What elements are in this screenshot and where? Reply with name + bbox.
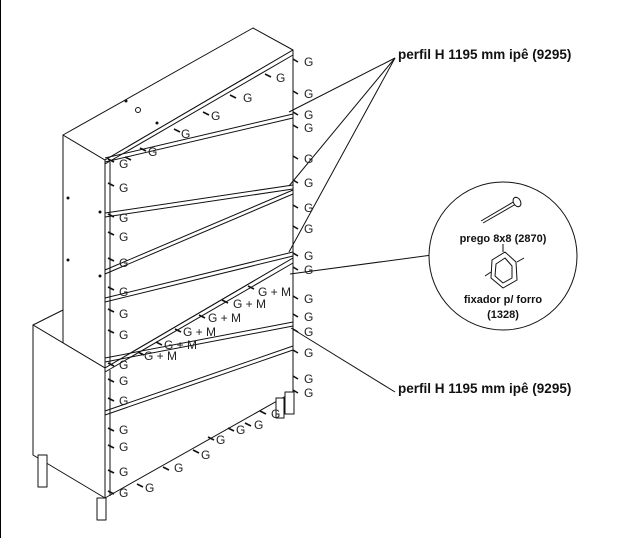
nail-icon [480, 196, 522, 224]
label-g: G [181, 127, 190, 141]
label-g-m: G + M [144, 349, 177, 363]
label-g: G [236, 423, 245, 437]
label-g-m: G + M [164, 338, 197, 352]
label-g: G [276, 71, 285, 85]
label-g: G [304, 386, 313, 400]
left-border-line [0, 0, 1, 538]
panel-seam-4 [104, 251, 294, 299]
label-g: G [304, 55, 313, 69]
label-g: G [119, 211, 128, 225]
callout-top-label: perfil H 1195 mm ipê (9295) [398, 47, 572, 62]
label-g: G [304, 121, 313, 135]
label-g: G [148, 145, 157, 159]
fastener-ticks [107, 58, 299, 495]
label-g: G [254, 418, 263, 432]
label-g: G [145, 481, 154, 495]
label-g-m: G + M [183, 325, 216, 339]
label-g: G [304, 372, 313, 386]
upper-hutch-side-panel [62, 134, 106, 369]
label-g: G [119, 358, 128, 372]
nail-label: prego 8x8 (2870) [460, 233, 547, 245]
label-g: G [174, 461, 183, 475]
clip-label-line2: (1328) [487, 309, 519, 321]
label-g: G [119, 230, 128, 244]
label-g: G [119, 307, 128, 321]
label-g: G [119, 181, 128, 195]
label-g: G [119, 285, 128, 299]
label-g: G [201, 448, 210, 462]
label-g: G [119, 256, 128, 270]
label-g-m: G + M [258, 285, 291, 299]
leg-front-left [96, 497, 107, 521]
label-g: G [304, 292, 313, 306]
label-g: G [119, 157, 128, 171]
fastener-labels: G G G G G G G G G G G G G G G G G G G G … [119, 55, 547, 500]
label-g: G [304, 87, 313, 101]
label-g: G [119, 486, 128, 500]
leader-top-2 [288, 57, 396, 187]
label-g: G [304, 152, 313, 166]
leg-back-right [275, 397, 285, 419]
label-g: G [119, 394, 128, 408]
panel-seam-2 [104, 184, 294, 214]
leader-top-3 [288, 57, 396, 253]
label-g: G [304, 310, 313, 324]
leader-bottom [290, 327, 396, 393]
leg-front-right [284, 391, 295, 415]
label-g: G [119, 465, 128, 479]
label-g: G [119, 374, 128, 388]
label-g: G [119, 328, 128, 342]
label-g: G [211, 109, 220, 123]
label-g: G [304, 176, 313, 190]
label-g: G [271, 407, 280, 421]
label-g-m: G + M [233, 297, 266, 311]
label-g: G [304, 263, 313, 277]
leader-top-1 [288, 57, 396, 113]
label-g: G [216, 433, 225, 447]
leg-back-left [37, 454, 48, 488]
label-g: G [304, 325, 313, 339]
label-g: G [119, 423, 128, 437]
label-g: G [243, 91, 252, 105]
leader-detail [289, 254, 433, 275]
label-g: G [119, 440, 128, 454]
label-g-m: G + M [208, 311, 241, 325]
label-g: G [304, 249, 313, 263]
label-g: G [304, 346, 313, 360]
clip-label-line1: fixador p/ forro [464, 294, 543, 306]
ceiling-clip-icon [484, 244, 525, 289]
label-g: G [304, 222, 313, 236]
panel-seam-6 [104, 345, 294, 412]
label-g: G [304, 201, 313, 215]
callout-bottom-label: perfil H 1195 mm ipê (9295) [398, 381, 572, 396]
panel-seam-3 [104, 189, 294, 271]
panel-seam-5 [104, 321, 294, 359]
panel-seam-1 [104, 113, 294, 159]
label-g: G [304, 108, 313, 122]
